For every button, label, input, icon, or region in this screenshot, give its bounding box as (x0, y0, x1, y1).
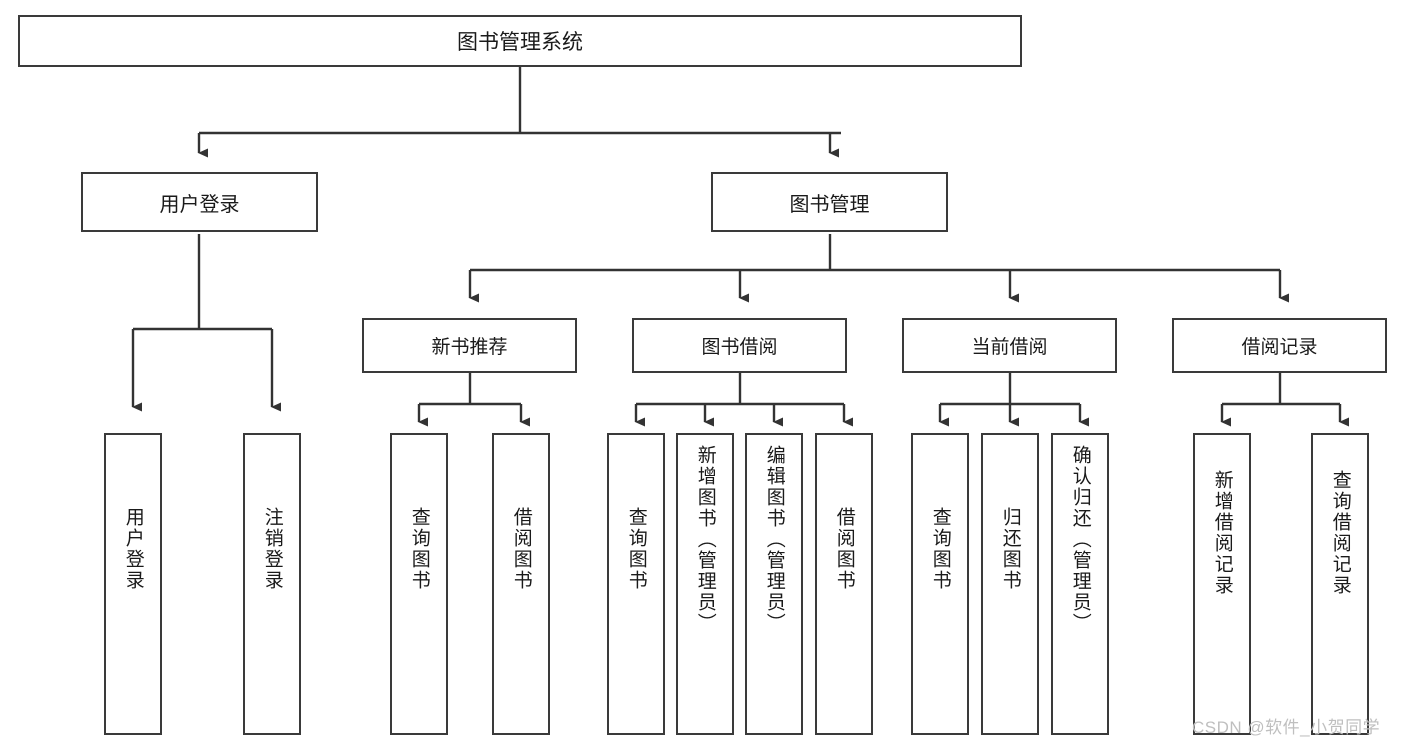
leaf-bookborrow-borrow-book[interactable]: 借阅图书 (815, 433, 873, 735)
leaf-currentborrow-query-book[interactable]: 查询图书 (911, 433, 969, 735)
node-new-book-recommend[interactable]: 新书推荐 (362, 318, 577, 373)
leaf-bookborrow-add-book[interactable]: 新增图书（管理员） (676, 433, 734, 735)
leaf-newbook-borrow-book-label: 借阅图书 (510, 507, 532, 591)
leaf-borrowrecord-query-record[interactable]: 查询借阅记录 (1311, 433, 1369, 735)
leaf-user-login-signin[interactable]: 用户登录 (104, 433, 162, 735)
leaf-currentborrow-return-book[interactable]: 归还图书 (981, 433, 1039, 735)
node-book-borrow[interactable]: 图书借阅 (632, 318, 847, 373)
leaf-bookborrow-query-book[interactable]: 查询图书 (607, 433, 665, 735)
leaf-user-login-signout[interactable]: 注销登录 (243, 433, 301, 735)
node-book-manage[interactable]: 图书管理 (711, 172, 948, 232)
leaf-borrowrecord-add-record-label: 新增借阅记录 (1211, 470, 1233, 596)
node-book-manage-label: 图书管理 (789, 193, 870, 216)
node-book-borrow-label: 图书借阅 (701, 337, 778, 358)
node-current-borrow-label: 当前借阅 (971, 337, 1048, 358)
leaf-user-login-signin-label: 用户登录 (122, 507, 144, 591)
leaf-newbook-query-book[interactable]: 查询图书 (390, 433, 448, 735)
leaf-currentborrow-confirm-return-label: 确认归还（管理员） (1069, 445, 1091, 634)
leaf-currentborrow-query-book-label: 查询图书 (929, 507, 951, 591)
leaf-user-login-signout-label: 注销登录 (261, 507, 283, 591)
node-user-login[interactable]: 用户登录 (81, 172, 318, 232)
leaf-borrowrecord-add-record[interactable]: 新增借阅记录 (1193, 433, 1251, 735)
leaf-bookborrow-query-book-label: 查询图书 (625, 507, 647, 591)
leaf-bookborrow-borrow-book-label: 借阅图书 (833, 507, 855, 591)
leaf-newbook-borrow-book[interactable]: 借阅图书 (492, 433, 550, 735)
node-root-label: 图书管理系统 (457, 31, 583, 54)
leaf-newbook-query-book-label: 查询图书 (408, 507, 430, 591)
node-user-login-label: 用户登录 (159, 193, 240, 216)
leaf-bookborrow-add-book-label: 新增图书（管理员） (694, 445, 716, 634)
leaf-borrowrecord-query-record-label: 查询借阅记录 (1329, 470, 1351, 596)
node-borrow-record-label: 借阅记录 (1241, 337, 1318, 358)
leaf-currentborrow-confirm-return[interactable]: 确认归还（管理员） (1051, 433, 1109, 735)
watermark-credit: CSDN @软件_小贺同学 (1192, 718, 1381, 737)
leaf-bookborrow-edit-book-label: 编辑图书（管理员） (763, 445, 785, 634)
node-current-borrow[interactable]: 当前借阅 (902, 318, 1117, 373)
node-new-book-recommend-label: 新书推荐 (431, 337, 508, 358)
leaf-bookborrow-edit-book[interactable]: 编辑图书（管理员） (745, 433, 803, 735)
node-root-system[interactable]: 图书管理系统 (18, 15, 1022, 67)
node-borrow-record[interactable]: 借阅记录 (1172, 318, 1387, 373)
leaf-currentborrow-return-book-label: 归还图书 (999, 507, 1021, 591)
